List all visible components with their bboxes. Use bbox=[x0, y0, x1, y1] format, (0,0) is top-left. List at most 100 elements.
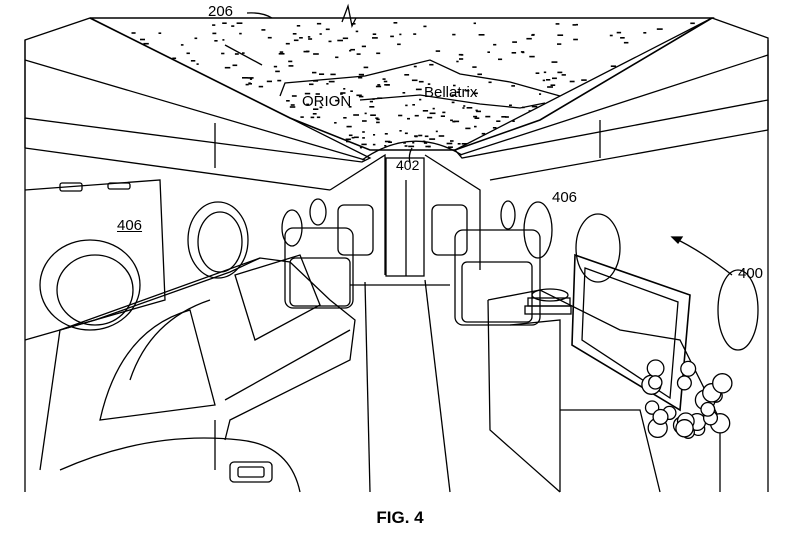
right-wall bbox=[424, 154, 759, 351]
star-mark bbox=[435, 50, 441, 52]
orion-label: ORION bbox=[302, 93, 352, 110]
star-mark bbox=[393, 22, 398, 24]
star-mark bbox=[358, 76, 363, 79]
star-mark bbox=[313, 108, 319, 110]
star-mark bbox=[384, 145, 387, 147]
star-mark bbox=[242, 77, 248, 79]
star-mark bbox=[451, 94, 456, 96]
star-mark bbox=[248, 82, 251, 84]
star-mark bbox=[316, 22, 322, 25]
figure-caption: FIG. 4 bbox=[376, 508, 424, 527]
star-mark bbox=[261, 29, 266, 31]
star-mark bbox=[328, 80, 335, 83]
star-mark bbox=[456, 60, 459, 63]
star-mark bbox=[450, 119, 453, 122]
star-mark bbox=[312, 71, 317, 74]
star-mark bbox=[316, 116, 321, 119]
star-mark bbox=[404, 132, 408, 135]
star-mark bbox=[452, 33, 456, 36]
star-mark bbox=[465, 127, 471, 130]
star-mark bbox=[358, 95, 364, 98]
star-mark bbox=[249, 78, 253, 80]
star-mark bbox=[342, 37, 349, 40]
bellatrix-label: Bellatrix bbox=[424, 84, 478, 101]
star-mark bbox=[557, 43, 562, 45]
star-mark bbox=[473, 22, 476, 25]
rose-mark bbox=[712, 373, 733, 394]
star-mark bbox=[390, 35, 394, 38]
star-mark bbox=[552, 77, 557, 80]
star-mark bbox=[419, 98, 422, 101]
star-mark bbox=[542, 79, 546, 82]
star-mark bbox=[466, 107, 473, 109]
star-mark bbox=[376, 121, 380, 124]
star-mark bbox=[404, 74, 410, 76]
star-mark bbox=[312, 113, 317, 115]
star-mark bbox=[405, 104, 408, 107]
star-mark bbox=[616, 31, 622, 34]
ref-406-right-label: 406 bbox=[552, 189, 578, 206]
star-mark bbox=[690, 22, 695, 25]
star-mark bbox=[359, 146, 362, 149]
star-mark bbox=[292, 33, 297, 35]
star-mark bbox=[543, 71, 547, 74]
sofa bbox=[39, 254, 356, 493]
star-mark bbox=[362, 131, 365, 133]
star-mark bbox=[440, 115, 445, 117]
star-mark bbox=[610, 65, 617, 67]
star-mark bbox=[343, 88, 346, 90]
star-mark bbox=[476, 110, 481, 113]
star-mark bbox=[472, 66, 477, 68]
star-mark bbox=[364, 112, 367, 115]
rose-mark bbox=[652, 408, 669, 425]
overhead-bin-left bbox=[24, 17, 372, 192]
star-mark bbox=[474, 125, 477, 128]
star-mark bbox=[384, 133, 388, 135]
star-mark bbox=[369, 100, 373, 103]
star-mark bbox=[561, 74, 566, 76]
star-mark bbox=[450, 140, 454, 142]
star-mark bbox=[415, 88, 422, 91]
star-mark bbox=[363, 66, 369, 69]
star-mark bbox=[158, 32, 162, 34]
star-mark bbox=[572, 24, 577, 26]
rose-mark bbox=[700, 401, 716, 417]
star-mark bbox=[511, 85, 515, 87]
star-mark bbox=[325, 28, 330, 31]
star-mark bbox=[288, 65, 294, 67]
star-mark bbox=[370, 114, 376, 116]
star-mark bbox=[356, 94, 362, 97]
star-mark bbox=[326, 83, 329, 85]
star-mark bbox=[212, 32, 217, 35]
star-mark bbox=[488, 81, 492, 84]
star-mark bbox=[478, 34, 485, 36]
star-mark bbox=[350, 48, 355, 51]
star-mark bbox=[330, 73, 336, 76]
star-mark bbox=[279, 51, 284, 53]
star-mark bbox=[355, 30, 359, 33]
star-mark bbox=[512, 120, 515, 122]
star-mark bbox=[375, 85, 382, 88]
star-mark bbox=[319, 106, 323, 109]
star-mark bbox=[335, 56, 339, 59]
star-mark bbox=[429, 112, 436, 115]
star-mark bbox=[412, 141, 415, 144]
star-mark bbox=[304, 92, 311, 95]
star-mark bbox=[273, 65, 278, 68]
star-mark bbox=[172, 57, 177, 60]
rose-mark bbox=[680, 360, 697, 377]
star-mark bbox=[501, 116, 507, 118]
books-stack bbox=[524, 288, 572, 315]
ref-406-left-label: 406 bbox=[117, 217, 143, 234]
star-mark bbox=[418, 134, 423, 137]
star-mark bbox=[384, 140, 391, 143]
star-mark bbox=[140, 38, 145, 41]
leader-lines bbox=[246, 3, 733, 276]
star-mark bbox=[362, 120, 367, 122]
star-mark bbox=[505, 116, 509, 118]
ref-206-label: 206 bbox=[208, 3, 234, 20]
star-mark bbox=[438, 135, 445, 137]
star-mark bbox=[353, 114, 359, 116]
star-mark bbox=[498, 58, 503, 61]
